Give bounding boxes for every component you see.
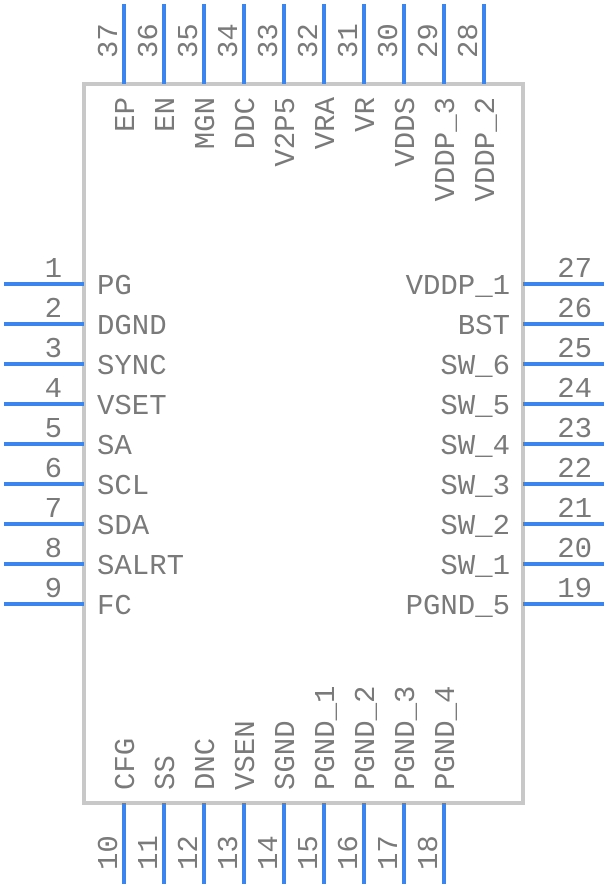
pin-name-34: DDC <box>230 97 263 149</box>
pin-name-27: VDDP_1 <box>406 270 510 303</box>
pin-name-35: MGN <box>190 97 223 149</box>
pin-number-7: 7 <box>45 493 62 526</box>
pin-number-5: 5 <box>45 413 62 446</box>
pin-number-28: 28 <box>453 23 486 58</box>
pin-name-19: PGND_5 <box>406 590 510 623</box>
pin-number-2: 2 <box>45 293 62 326</box>
pin-number-33: 33 <box>253 23 286 58</box>
pin-name-9: FC <box>97 590 132 623</box>
pin-number-19: 19 <box>557 573 592 606</box>
pin-number-4: 4 <box>45 373 62 406</box>
pin-number-11: 11 <box>133 835 166 870</box>
pin-number-17: 17 <box>373 835 406 870</box>
pin-number-16: 16 <box>333 835 366 870</box>
pin-number-8: 8 <box>45 533 62 566</box>
pin-number-9: 9 <box>45 573 62 606</box>
pin-name-29: VDDP_3 <box>430 97 463 201</box>
pin-name-6: SCL <box>97 470 149 503</box>
pin-name-15: PGND_1 <box>310 686 343 790</box>
pin-number-23: 23 <box>557 413 592 446</box>
pin-number-34: 34 <box>213 23 246 58</box>
pin-name-7: SDA <box>97 510 150 543</box>
pin-number-27: 27 <box>557 253 592 286</box>
pin-name-18: PGND_4 <box>430 686 463 790</box>
pin-number-12: 12 <box>173 835 206 870</box>
pin-name-30: VDDS <box>390 97 423 167</box>
pin-number-37: 37 <box>93 23 126 58</box>
pin-number-31: 31 <box>333 23 366 58</box>
pin-name-2: DGND <box>97 310 167 343</box>
pin-name-21: SW_2 <box>440 510 510 543</box>
pin-name-31: VR <box>350 97 383 132</box>
pin-name-14: SGND <box>270 720 303 790</box>
pin-name-37: EP <box>110 97 143 132</box>
pin-name-10: CFG <box>110 738 143 790</box>
pin-name-36: EN <box>150 97 183 132</box>
pin-number-24: 24 <box>557 373 592 406</box>
pin-number-6: 6 <box>45 453 62 486</box>
pin-name-5: SA <box>97 430 132 463</box>
pin-number-36: 36 <box>133 23 166 58</box>
pin-name-12: DNC <box>190 738 223 790</box>
pin-name-17: PGND_3 <box>390 686 423 790</box>
pin-name-25: SW_6 <box>440 350 510 383</box>
pin-number-26: 26 <box>557 293 592 326</box>
pin-number-13: 13 <box>213 835 246 870</box>
pin-name-11: SS <box>150 755 183 790</box>
pin-name-16: PGND_2 <box>350 686 383 790</box>
pin-name-1: PG <box>97 270 132 303</box>
pin-name-28: VDDP_2 <box>470 97 503 201</box>
pin-name-33: V2P5 <box>270 97 303 167</box>
pin-number-14: 14 <box>253 835 286 870</box>
pin-number-32: 32 <box>293 23 326 58</box>
pin-number-3: 3 <box>45 333 62 366</box>
pin-number-35: 35 <box>173 23 206 58</box>
pin-name-8: SALRT <box>97 550 184 583</box>
pin-name-24: SW_5 <box>440 390 510 423</box>
pin-name-3: SYNC <box>97 350 167 383</box>
pin-number-10: 10 <box>93 835 126 870</box>
pin-name-13: VSEN <box>230 720 263 790</box>
pin-name-32: VRA <box>310 96 343 149</box>
pin-number-22: 22 <box>557 453 592 486</box>
pin-name-26: BST <box>458 310 510 343</box>
pin-name-20: SW_1 <box>440 550 510 583</box>
pin-number-15: 15 <box>293 835 326 870</box>
pin-name-4: VSET <box>97 390 167 423</box>
pin-number-30: 30 <box>373 23 406 58</box>
pin-name-23: SW_4 <box>440 430 510 463</box>
pin-number-20: 20 <box>557 533 592 566</box>
pin-number-18: 18 <box>413 835 446 870</box>
pin-number-1: 1 <box>45 253 62 286</box>
pin-number-29: 29 <box>413 23 446 58</box>
pin-name-22: SW_3 <box>440 470 510 503</box>
pin-number-21: 21 <box>557 493 592 526</box>
pin-number-25: 25 <box>557 333 592 366</box>
